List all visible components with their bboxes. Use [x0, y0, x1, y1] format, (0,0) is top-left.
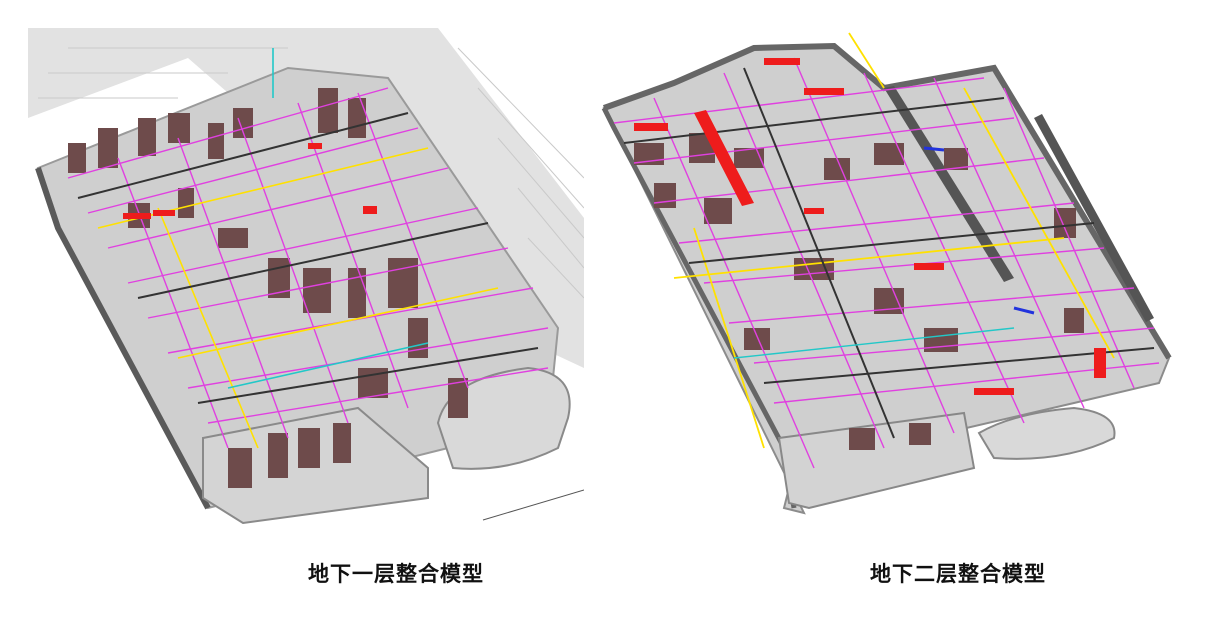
piping-cyan: [733, 327, 1015, 359]
wall-bands: [884, 86, 1154, 322]
ducts-red: [123, 143, 377, 219]
outer-wall-top: [602, 42, 1172, 360]
rotunda: [977, 406, 1116, 460]
caption-b1-model: 地下一层整合模型: [308, 562, 484, 586]
b1-integrated-model-image: [28, 28, 584, 524]
roof-slab: [28, 28, 584, 368]
room-blocks: [634, 133, 1084, 450]
ducts-red: [634, 58, 1106, 395]
b2-integrated-model-image: [594, 28, 1178, 524]
piping-dark: [623, 67, 1155, 439]
ground-line: [482, 489, 584, 521]
outer-wall: [35, 167, 211, 510]
caption-b2-model: 地下二层整合模型: [870, 562, 1046, 586]
piping-blue: [923, 146, 1035, 315]
roof-grid: [38, 47, 584, 299]
piping-dark: [77, 112, 539, 404]
piping-cyan: [227, 48, 429, 389]
piping-yellow: [673, 32, 1115, 449]
